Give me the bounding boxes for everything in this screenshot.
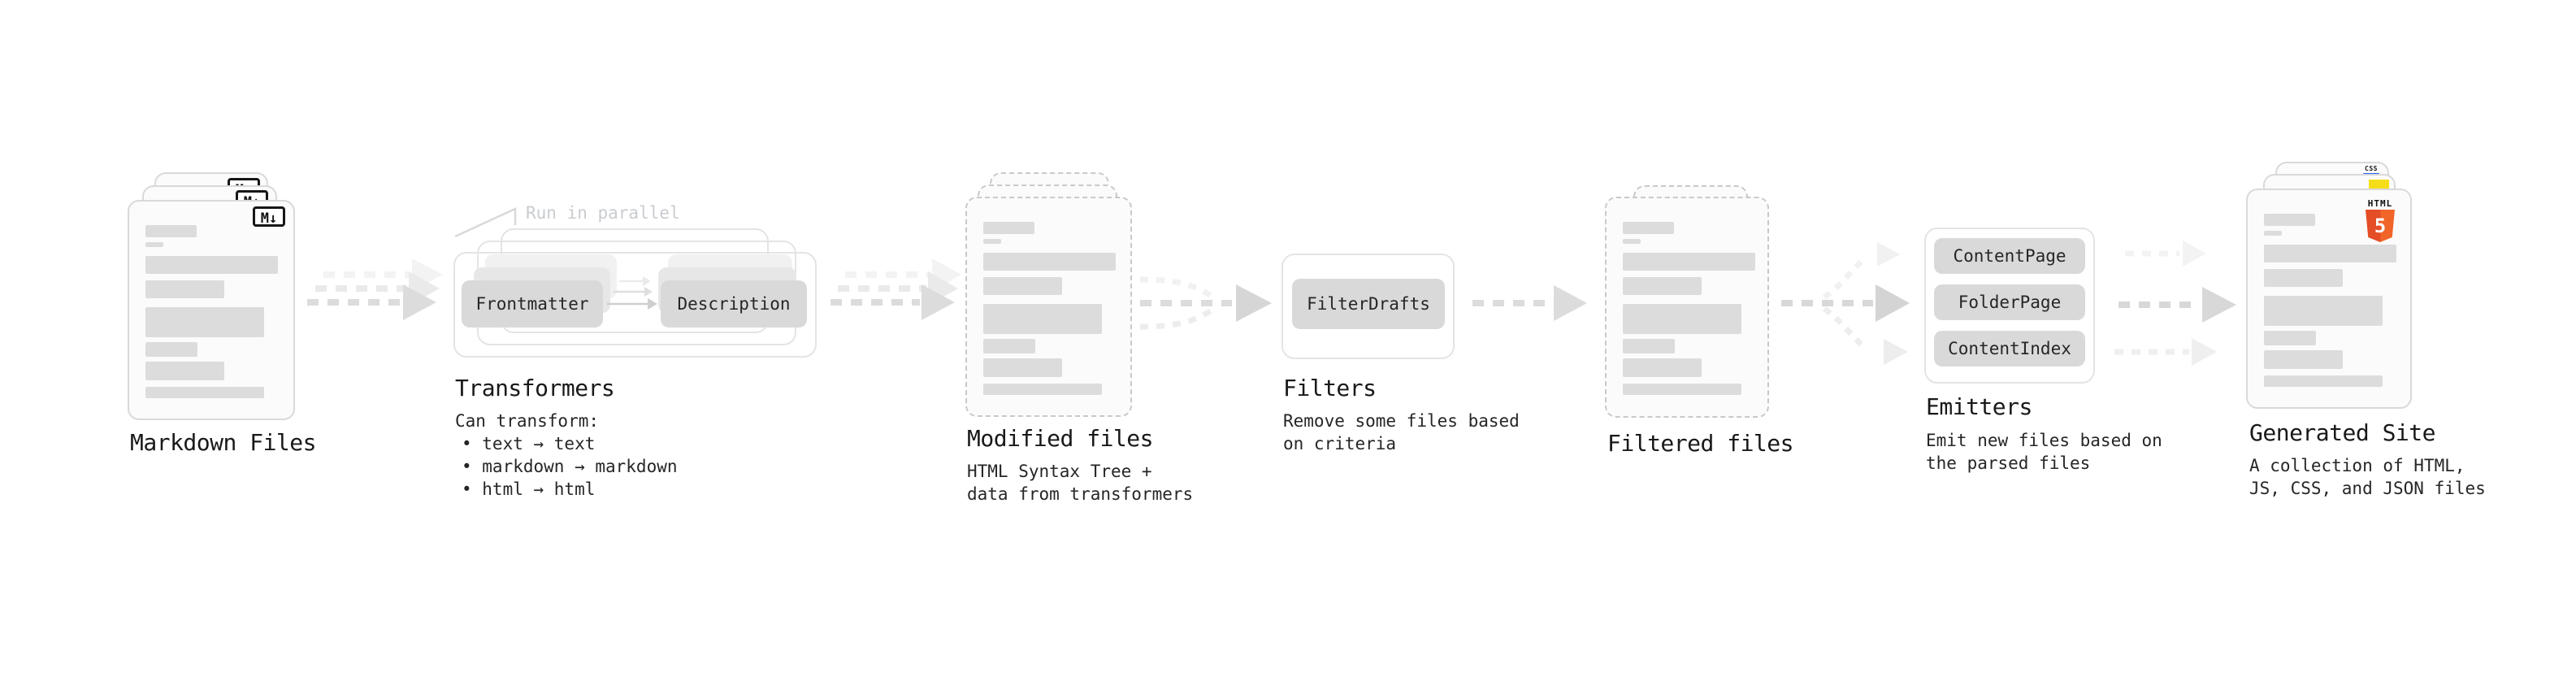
- text-line-placeholder: [145, 256, 278, 274]
- markdown-file-card-front: M↓: [128, 200, 295, 420]
- css-icon-word: CSS: [2365, 165, 2378, 172]
- arrow-filtered-to-emitters: [1781, 242, 1910, 365]
- contentpage-box: ContentPage: [1934, 238, 2085, 274]
- emitters-frame: [1924, 228, 2095, 384]
- text-line-placeholder: [145, 225, 197, 237]
- text-line-placeholder: [145, 242, 163, 247]
- arrow-emitters-to-generated: [2114, 241, 2236, 366]
- text-line-placeholder: [983, 358, 1062, 377]
- text-line-placeholder: [983, 304, 1102, 334]
- arrow-markdown-to-transformers: [307, 258, 443, 320]
- text-line-placeholder: [2264, 245, 2396, 262]
- text-line-placeholder: [1623, 277, 1702, 295]
- text-line-placeholder: [2264, 296, 2383, 326]
- modified-files-title: Modified files: [967, 425, 1154, 452]
- text-line-placeholder: [2264, 350, 2343, 369]
- run-in-parallel-annotation: Run in parallel: [526, 203, 680, 223]
- transformers-desc-heading: Can transform:: [455, 411, 600, 431]
- generated-site-subtitle: A collection of HTML, JS, CSS, and JSON …: [2249, 456, 2486, 498]
- frontmatter-box: Frontmatter: [462, 280, 603, 327]
- text-line-placeholder: [2264, 214, 2315, 226]
- text-line-placeholder: [1623, 253, 1755, 271]
- description-box: Description: [661, 280, 807, 327]
- text-line-placeholder: [1623, 384, 1741, 395]
- text-line-placeholder: [1623, 239, 1641, 244]
- text-line-placeholder: [2264, 269, 2343, 287]
- transformers-bullet-1: • text → text: [462, 434, 596, 453]
- transformers-title: Transformers: [455, 375, 615, 401]
- emitters-title: Emitters: [1926, 393, 2032, 420]
- transformers-bullet-3: • html → html: [462, 479, 596, 499]
- arrow-transformers-to-modified: [830, 258, 961, 320]
- text-line-placeholder: [983, 384, 1102, 395]
- arrow-filters-to-filtered: [1472, 285, 1587, 321]
- html5-icon: HTML 5: [2361, 198, 2399, 242]
- modified-file-card-front: [965, 197, 1132, 417]
- text-line-placeholder: [1623, 222, 1674, 234]
- generated-html-card: HTML 5: [2246, 189, 2412, 409]
- text-line-placeholder: [1623, 358, 1702, 377]
- html5-icon-word: HTML: [2367, 198, 2393, 209]
- filters-subtitle: Remove some files based on criteria: [1283, 411, 1520, 453]
- text-line-placeholder: [145, 307, 264, 337]
- text-line-placeholder: [1623, 304, 1741, 334]
- text-line-placeholder: [145, 342, 197, 357]
- text-line-placeholder: [145, 280, 224, 298]
- filtered-files-title: Filtered files: [1607, 430, 1794, 457]
- text-line-placeholder: [983, 253, 1116, 271]
- text-line-placeholder: [1623, 339, 1675, 354]
- folderpage-box: FolderPage: [1934, 284, 2085, 320]
- text-line-placeholder: [983, 239, 1001, 244]
- html5-icon-shield: 5: [2366, 210, 2395, 242]
- modified-files-subtitle: HTML Syntax Tree + data from transformer…: [967, 462, 1194, 504]
- text-line-placeholder: [983, 222, 1034, 234]
- js-icon: [2369, 180, 2389, 190]
- text-line-placeholder: [983, 277, 1062, 295]
- filterdrafts-box: FilterDrafts: [1292, 279, 1445, 329]
- arrow-modified-to-filters: [1139, 276, 1272, 330]
- text-line-placeholder: [145, 362, 224, 380]
- text-line-placeholder: [983, 339, 1035, 354]
- filters-title: Filters: [1283, 375, 1377, 401]
- text-line-placeholder: [2264, 331, 2316, 345]
- text-line-placeholder: [145, 387, 264, 398]
- emitters-subtitle: Emit new files based on the parsed files: [1926, 431, 2162, 473]
- transformers-bullet-2: • markdown → markdown: [462, 457, 678, 476]
- transformer-frame-front: [453, 252, 817, 358]
- generated-site-title: Generated Site: [2249, 419, 2436, 446]
- text-line-placeholder: [2264, 231, 2282, 236]
- contentindex-box: ContentIndex: [1934, 331, 2085, 367]
- markdown-files-label: Markdown Files: [130, 429, 317, 456]
- filters-frame: [1281, 254, 1455, 359]
- filtered-file-card-front: [1605, 197, 1769, 418]
- markdown-icon: M↓: [253, 206, 285, 227]
- text-line-placeholder: [2264, 375, 2383, 387]
